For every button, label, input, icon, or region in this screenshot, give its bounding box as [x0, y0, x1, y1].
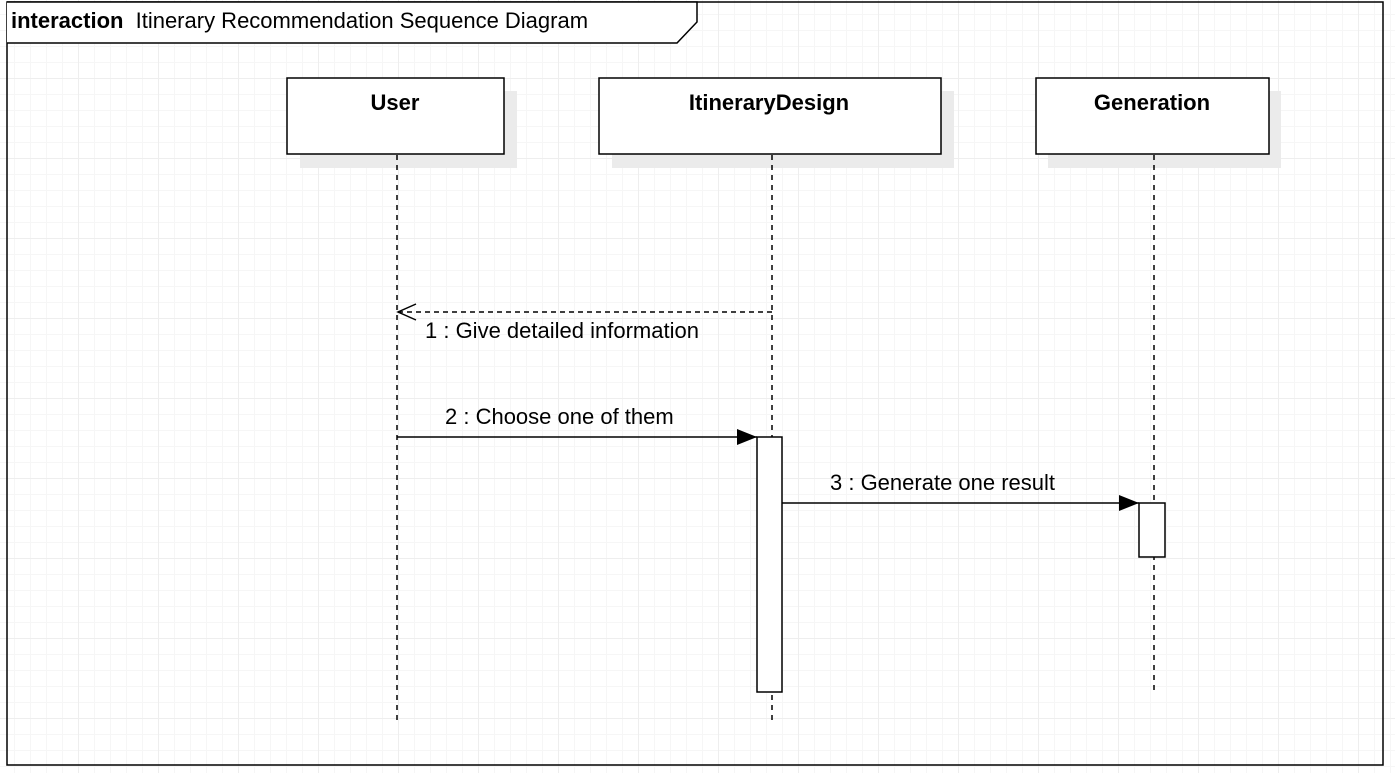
lifeline-generation-box[interactable] — [1035, 77, 1270, 155]
lifeline-user-box[interactable] — [286, 77, 505, 155]
frame-label: interaction Itinerary Recommendation Seq… — [11, 8, 588, 33]
message-1-open-arrow — [396, 303, 417, 321]
message-1-label: 1 : Give detailed information — [425, 318, 699, 343]
frame-title: Itinerary Recommendation Sequence Diagra… — [136, 8, 588, 33]
lifeline-user-label: User — [371, 90, 420, 115]
frame-tab — [7, 1, 698, 44]
lifeline-itinerarydesign[interactable]: ItineraryDesign — [598, 77, 954, 725]
activation-generation[interactable] — [1138, 502, 1166, 558]
lifeline-itinerarydesign-label: ItineraryDesign — [689, 90, 849, 115]
lifeline-generation[interactable]: Generation — [1035, 77, 1281, 690]
activation-itinerarydesign[interactable] — [756, 436, 783, 693]
message-3-label: 3 : Generate one result — [830, 470, 1055, 495]
lifeline-generation-label: Generation — [1094, 90, 1210, 115]
message-2[interactable]: 2 : Choose one of them — [397, 404, 757, 445]
lifeline-user[interactable]: User — [286, 77, 517, 725]
message-1[interactable]: 1 : Give detailed information — [396, 303, 772, 343]
message-2-label: 2 : Choose one of them — [445, 404, 674, 429]
message-3[interactable]: 3 : Generate one result — [782, 470, 1139, 511]
lifeline-itinerarydesign-box[interactable] — [598, 77, 942, 155]
frame-keyword: interaction — [11, 8, 123, 33]
